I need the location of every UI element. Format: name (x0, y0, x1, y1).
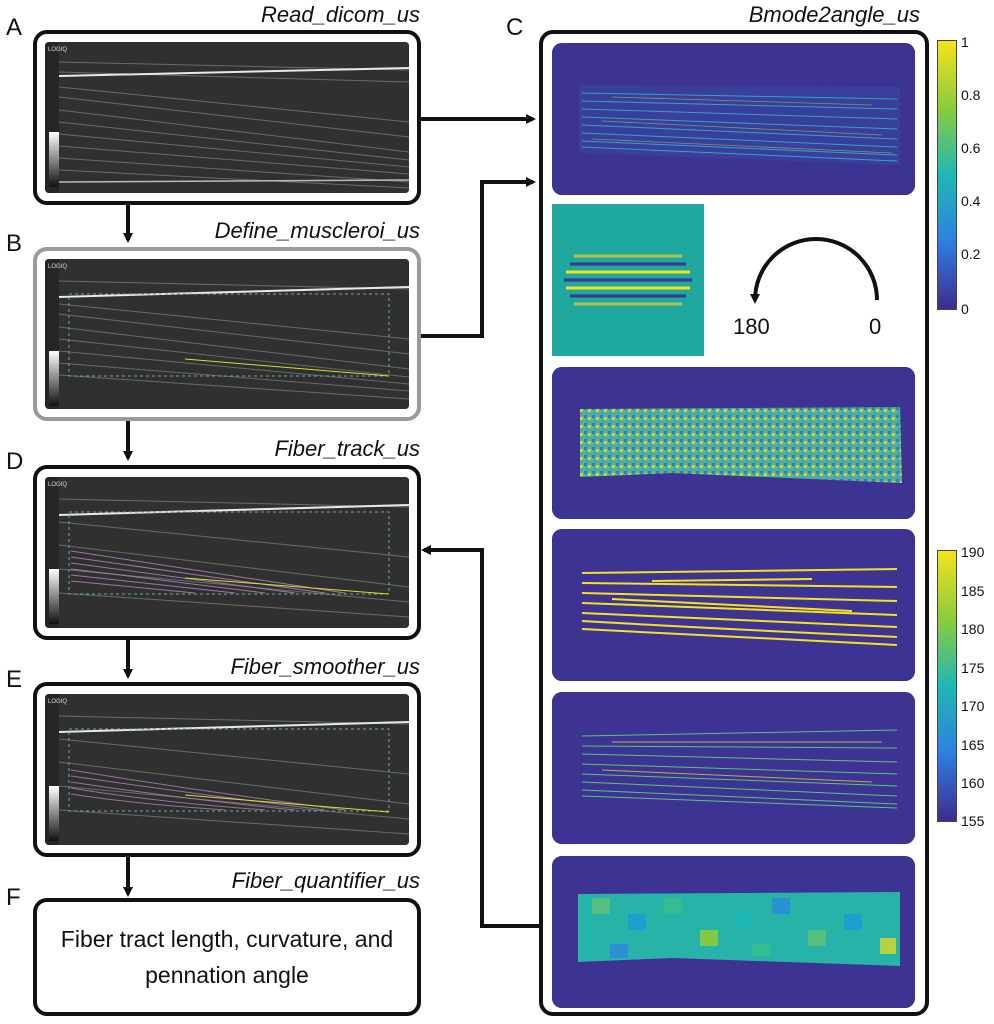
colorbar-bottom-tick: 175 (961, 660, 985, 676)
colorbar-bottom-tick: 185 (961, 583, 985, 599)
ultrasound-image: LOGIQ (45, 42, 409, 193)
ultrasound-bmode: LOGIQ (45, 477, 409, 628)
arc-label-180: 180 (733, 314, 770, 339)
panel-title-d: Fiber_track_us (274, 436, 420, 461)
panel-letter-d: D (6, 448, 24, 475)
colorbar-bottom-tick: 180 (961, 621, 985, 637)
colorbar-top-tick: 0 (961, 301, 969, 317)
ultrasound-image-smoothed: LOGIQ (45, 694, 409, 845)
colorbar-top-tick: 1 (961, 34, 969, 50)
filtered-image-map (552, 43, 915, 195)
angle-map-averaged (552, 856, 915, 1008)
panel-letter-c: C (506, 14, 524, 41)
panel-f-box: Fiber tract length, curvature, and penna… (33, 898, 421, 1016)
ultrasound-bmode: LOGIQ (45, 42, 409, 193)
colorbar-top-tick: 0.4 (961, 193, 981, 209)
ultrasound-bmode: LOGIQ (45, 694, 409, 845)
panel-a-box: LOGIQ (33, 30, 421, 205)
panel-title-c: Bmode2angle_us (748, 2, 920, 27)
svg-text:LOGIQ: LOGIQ (48, 482, 67, 488)
arrow-b-to-c (420, 177, 536, 338)
ultrasound-image-tracks: LOGIQ (45, 477, 409, 628)
result-description: Fiber tract length, curvature, and penna… (60, 926, 394, 988)
panel-title-e: Fiber_smoother_us (230, 654, 420, 679)
roi-rectangle (68, 293, 390, 377)
colorbar-top-tick: 0.2 (961, 246, 981, 262)
panel-d-box: LOGIQ (33, 465, 421, 640)
panel-letter-a: A (6, 14, 23, 41)
gabor-filter-kernel (552, 204, 704, 356)
colorbar-bottom-tick: 160 (961, 775, 985, 791)
panel-title-a: Read_dicom_us (261, 2, 420, 27)
colorbar-bottom (937, 550, 957, 822)
panel-title-f: Fiber_quantifier_us (231, 868, 420, 893)
angle-map-thresholded (552, 529, 915, 681)
svg-text:LOGIQ: LOGIQ (48, 47, 67, 53)
colorbar-top-tick: 0.6 (961, 140, 981, 156)
panel-letter-f: F (6, 884, 21, 911)
panel-letter-e: E (6, 666, 23, 693)
colorbar-bottom-tick: 155 (961, 813, 985, 829)
panel-c-box: 180 0 (539, 30, 929, 1016)
angle-map-skeleton (552, 692, 915, 844)
colorbar-top (937, 40, 957, 310)
angle-arc-icon (750, 237, 879, 304)
panel-title-b: Define_muscleroi_us (214, 218, 420, 243)
angle-map-raw (552, 367, 915, 519)
arc-label-0: 0 (869, 314, 882, 339)
panel-e-box: LOGIQ (33, 682, 421, 857)
fiber-tracts (70, 550, 346, 594)
ultrasound-image-roi: LOGIQ (45, 259, 409, 409)
svg-text:LOGIQ: LOGIQ (48, 699, 67, 705)
svg-text:LOGIQ: LOGIQ (48, 264, 67, 270)
ultrasound-bmode: LOGIQ (45, 259, 409, 409)
colorbar-top-tick: 0.8 (961, 87, 981, 103)
arrow-c-to-d (421, 545, 548, 928)
colorbar-bottom-tick: 190 (961, 544, 985, 560)
colorbar-bottom-tick: 170 (961, 698, 985, 714)
aponeurosis-line (184, 358, 390, 377)
panel-letter-b: B (6, 230, 23, 257)
colorbar-bottom-tick: 165 (961, 737, 985, 753)
panel-b-box: LOGIQ (33, 247, 421, 421)
